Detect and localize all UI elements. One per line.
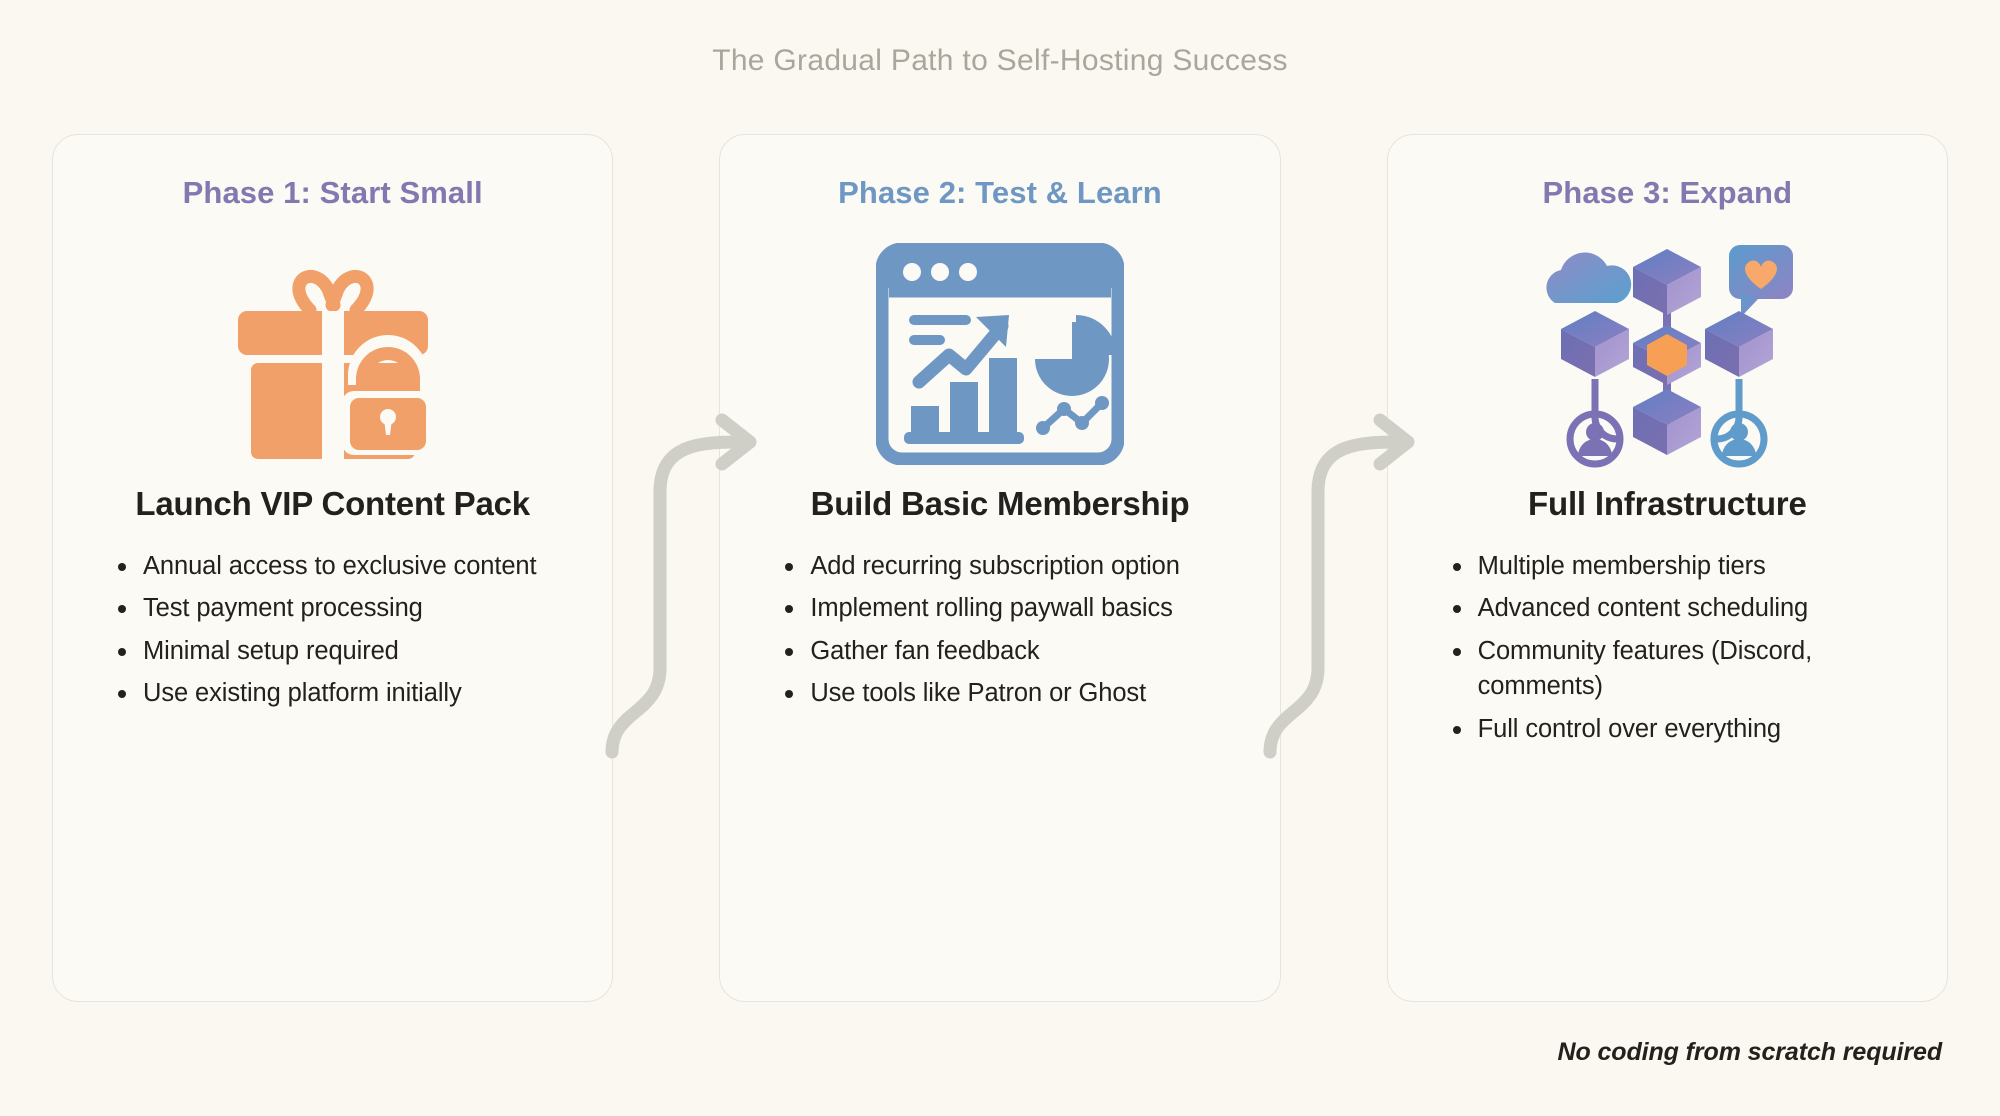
analytics-dashboard-icon — [875, 235, 1124, 473]
phase-card-1: Phase 1: Start Small — [52, 134, 614, 1002]
phase-heading-3: Full Infrastructure — [1528, 485, 1807, 522]
phase-bullets-2: Add recurring subscription option Implem… — [754, 549, 1267, 719]
phases-container: Phase 1: Start Small — [52, 134, 1948, 1002]
list-item: Minimal setup required — [109, 634, 600, 669]
list-item: Community features (Discord, comments) — [1444, 634, 1935, 705]
list-item: Advanced content scheduling — [1444, 591, 1935, 626]
list-item: Use existing platform initially — [109, 676, 600, 711]
list-item: Add recurring subscription option — [776, 549, 1267, 584]
phase-bullets-1: Annual access to exclusive content Test … — [87, 549, 600, 719]
page-title: The Gradual Path to Self-Hosting Success — [712, 44, 1288, 77]
network-infrastructure-icon — [1533, 235, 1801, 473]
footer-note: No coding from scratch required — [1557, 1038, 1943, 1066]
phase-card-2: Phase 2: Test & Learn — [719, 134, 1281, 1002]
list-item: Use tools like Patron or Ghost — [776, 676, 1267, 711]
list-item: Test payment processing — [109, 591, 600, 626]
phase-bullets-3: Multiple membership tiers Advanced conte… — [1422, 549, 1935, 754]
list-item: Implement rolling paywall basics — [776, 591, 1267, 626]
list-item: Gather fan feedback — [776, 634, 1267, 669]
phase-label-1: Phase 1: Start Small — [182, 175, 483, 210]
phase-card-3: Phase 3: Expand — [1386, 134, 1948, 1002]
list-item: Full control over everything — [1444, 712, 1935, 747]
phase-heading-2: Build Basic Membership — [810, 485, 1190, 522]
list-item: Annual access to exclusive content — [109, 549, 600, 584]
phase-heading-1: Launch VIP Content Pack — [135, 485, 530, 522]
list-item: Multiple membership tiers — [1444, 549, 1935, 584]
phase-label-3: Phase 3: Expand — [1542, 175, 1793, 210]
phase-label-2: Phase 2: Test & Learn — [838, 175, 1162, 210]
gift-lock-icon — [218, 235, 448, 473]
